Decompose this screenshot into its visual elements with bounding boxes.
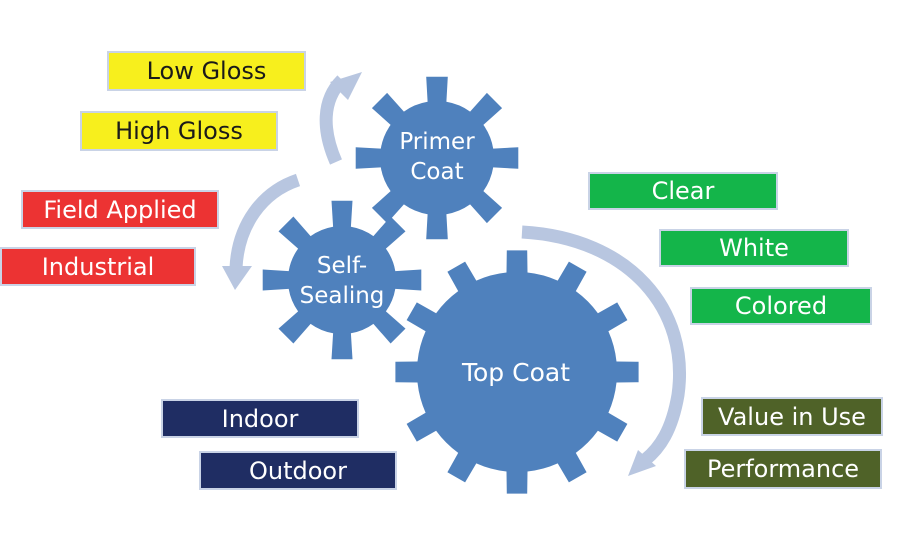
label-high-gloss: High Gloss [80, 111, 278, 151]
label-field-applied: Field Applied [21, 190, 219, 229]
primer-coat-gear-label: Primer Coat [399, 129, 475, 185]
top-coat-gear [395, 250, 639, 494]
label-low-gloss: Low Gloss [107, 51, 306, 91]
self-sealing-gear-label: Self- Sealing [299, 253, 385, 309]
label-industrial: Industrial [0, 247, 196, 286]
top-coat-gear-label: Top Coat [461, 357, 570, 387]
label-performance: Performance [684, 449, 882, 489]
label-indoor: Indoor [161, 399, 359, 438]
curved-arrow-to-low-gloss [319, 75, 347, 165]
label-outdoor: Outdoor [199, 451, 397, 490]
primer-coat-gear [355, 76, 519, 240]
arrow-head-to-performance [628, 450, 656, 476]
arrow-head-to-low-gloss [330, 72, 362, 100]
curved-arrow-to-performance [521, 225, 686, 466]
label-value-in-use: Value in Use [701, 397, 883, 436]
label-white: White [659, 229, 849, 267]
self-sealing-gear [262, 200, 422, 360]
label-colored: Colored [690, 287, 872, 325]
arrow-head-to-industrial [222, 266, 252, 290]
curved-arrow-to-industrial [229, 173, 301, 269]
label-clear: Clear [588, 172, 778, 210]
